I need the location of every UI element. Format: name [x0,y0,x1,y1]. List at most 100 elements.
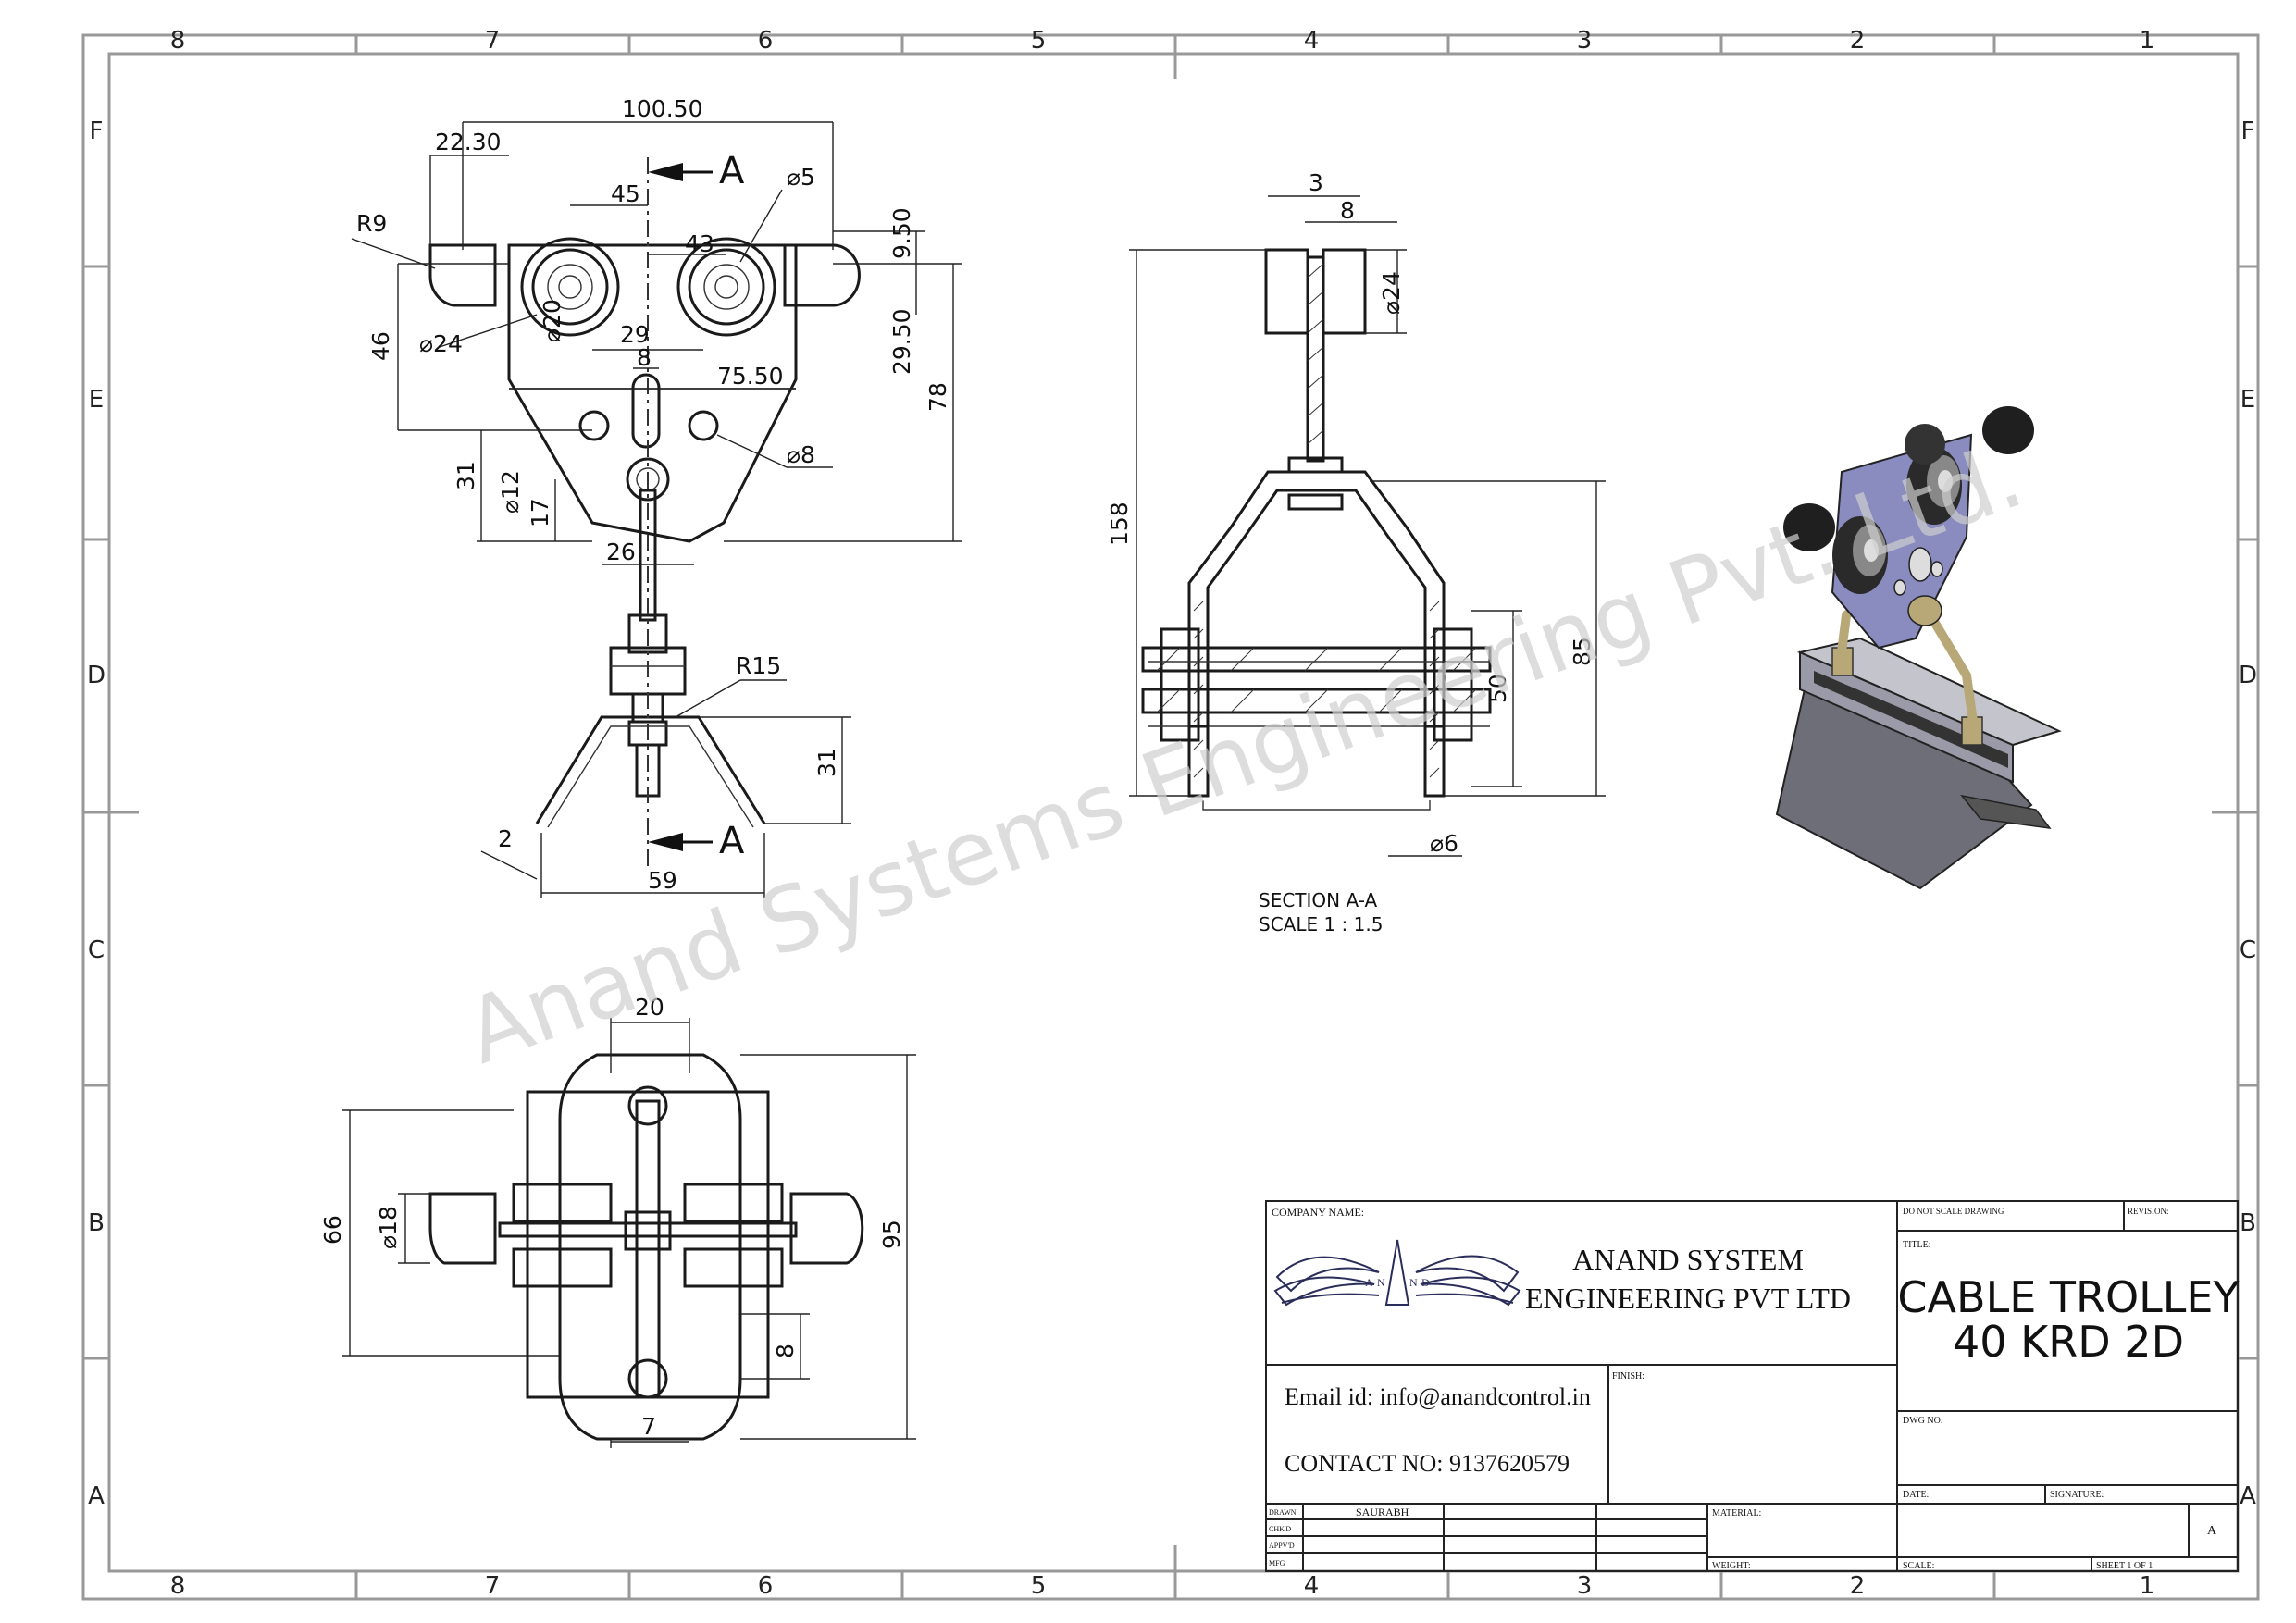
section-dim-8: 8 [1340,197,1355,224]
front-view: A A [351,95,962,898]
revision-label: REVISION: [2128,1207,2169,1216]
title-label: TITLE: [1903,1240,1931,1250]
section-dim-158: 158 [1106,502,1133,546]
section-caption-scale: SCALE 1 : 1.5 [1259,913,1383,935]
zone-col-bottom-4: 4 [1304,1572,1320,1600]
contact-text: CONTACT NO: 9137620579 [1285,1450,1570,1477]
top-view: 20 66 ⌀18 95 8 7 [319,994,916,1448]
zone-row-left-E: E [89,386,104,414]
size-value: A [2207,1524,2217,1538]
zone-col-bottom-7: 7 [485,1572,501,1600]
zone-row-left-F: F [90,118,104,145]
material-label: MATERIAL: [1712,1508,1761,1518]
top-dim-95: 95 [878,1220,905,1249]
zone-col-bottom-8: 8 [170,1572,186,1600]
zone-col-top-4: 4 [1304,27,1320,55]
dim-9-50: 9.50 [888,207,915,259]
zone-row-left-C: C [88,936,105,964]
zone-col-top-5: 5 [1031,27,1047,55]
dim-wheel-dia: ⌀24 [419,330,463,357]
zone-col-top-3: 3 [1577,27,1593,55]
dim-75-50: 75.50 [717,363,784,390]
zone-col-top-7: 7 [485,27,501,55]
appvd-label: APPV'D [1269,1542,1295,1550]
dim-overall-width: 100.50 [622,95,702,122]
section-a-a-view: 3 8 ⌀24 158 85 50 ⌀6 SECTION A-A SCALE 1… [1106,169,1606,935]
company-name-line2: ENGINEERING PVT LTD [1525,1282,1851,1315]
scale-label: SCALE: [1903,1561,1934,1571]
dim-hole-dia-8: ⌀8 [787,441,815,468]
zone-col-bottom-2: 2 [1850,1572,1866,1600]
zone-row-right-A: A [2240,1482,2256,1510]
zone-row-right-C: C [2240,936,2256,964]
dim-center-to-wheel: 43 [685,230,714,257]
left-wheel-drawing [520,237,620,337]
top-dim-66: 66 [319,1215,346,1245]
dim-height-46: 46 [367,331,394,361]
chkd-label: CHK'D [1269,1525,1291,1533]
iso-wheels [1783,406,2034,594]
dim-17: 17 [527,498,553,527]
finish-label: FINISH: [1612,1371,1644,1381]
logo-letter-n2: N [1409,1276,1418,1289]
dim-wheel-spacing: 45 [611,180,640,207]
section-dim-50: 50 [1484,674,1511,703]
zone-row-left-A: A [88,1482,105,1510]
company-logo: A N N D [1273,1239,1521,1307]
top-dim-8: 8 [772,1344,799,1358]
right-wheel-drawing [676,237,776,337]
date-label: DATE: [1903,1490,1929,1500]
zone-row-right-D: D [2239,662,2257,689]
company-name-label: COMPANY NAME: [1272,1206,1364,1219]
sheet-label: SHEET 1 OF 1 [2096,1561,2153,1571]
top-dim-20: 20 [635,994,664,1021]
zone-col-bottom-3: 3 [1577,1572,1593,1600]
section-letter-bottom: A [719,820,745,862]
dim-radius-15: R15 [736,652,781,679]
drawing-title-line2: 40 KRD 2D [1953,1317,2184,1367]
dwg-no-label: DWG NO. [1903,1416,1942,1426]
section-letter-top: A [719,150,745,192]
dim-left-offset: 22.30 [435,129,502,155]
dim-8: 8 [637,344,652,371]
dim-thickness-2: 2 [498,825,513,852]
section-dim-dia-24: ⌀24 [1378,271,1405,315]
top-dim-7: 7 [641,1413,656,1440]
section-dim-85: 85 [1569,637,1595,666]
zone-row-left-B: B [88,1209,105,1237]
title-block: COMPANY NAME: A N N D ANAND SYSTEM ENGIN… [1265,1200,2240,1572]
section-dim-dia-6: ⌀6 [1430,830,1458,857]
drawn-label: DRAWN [1269,1508,1297,1517]
section-dim-3: 3 [1309,169,1323,196]
isometric-view [1775,406,2062,890]
zone-row-right-F: F [2241,118,2255,145]
logo-letter-d: D [1421,1276,1430,1289]
zone-row-right-B: B [2240,1209,2256,1237]
zone-col-bottom-5: 5 [1031,1572,1047,1600]
logo-letter-a: A [1365,1276,1373,1289]
logo-letter-n1: N [1377,1276,1385,1289]
drawing-title-line1: CABLE TROLLEY [1897,1272,2240,1322]
dim-bracket-height: 31 [813,748,840,777]
mfg-label: MFG [1269,1559,1285,1567]
signature-label: SIGNATURE: [2050,1490,2104,1500]
drawing-frame [81,33,2260,1601]
zone-col-top-6: 6 [758,27,774,55]
dim-29-50: 29.50 [888,308,915,375]
top-dim-dia-18: ⌀18 [375,1206,402,1249]
zone-row-left-D: D [87,662,105,689]
dim-hole-dia-12: ⌀12 [497,470,524,514]
zone-labels: 8 7 6 5 4 3 2 1 8 7 6 5 4 3 2 1 F E D C … [87,27,2257,1600]
dim-26: 26 [606,539,636,565]
drawn-by-value: SAURABH [1356,1505,1409,1518]
zone-col-top-2: 2 [1850,27,1866,55]
zone-col-top-8: 8 [170,27,186,55]
dim-bracket-width: 59 [648,867,677,894]
do-not-scale-label: DO NOT SCALE DRAWING [1903,1207,2004,1216]
dim-31: 31 [453,461,479,490]
company-name-line1: ANAND SYSTEM [1572,1243,1804,1276]
section-caption-title: SECTION A-A [1259,889,1377,911]
dim-78: 78 [925,382,951,412]
dim-radius-top: R9 [356,210,387,237]
